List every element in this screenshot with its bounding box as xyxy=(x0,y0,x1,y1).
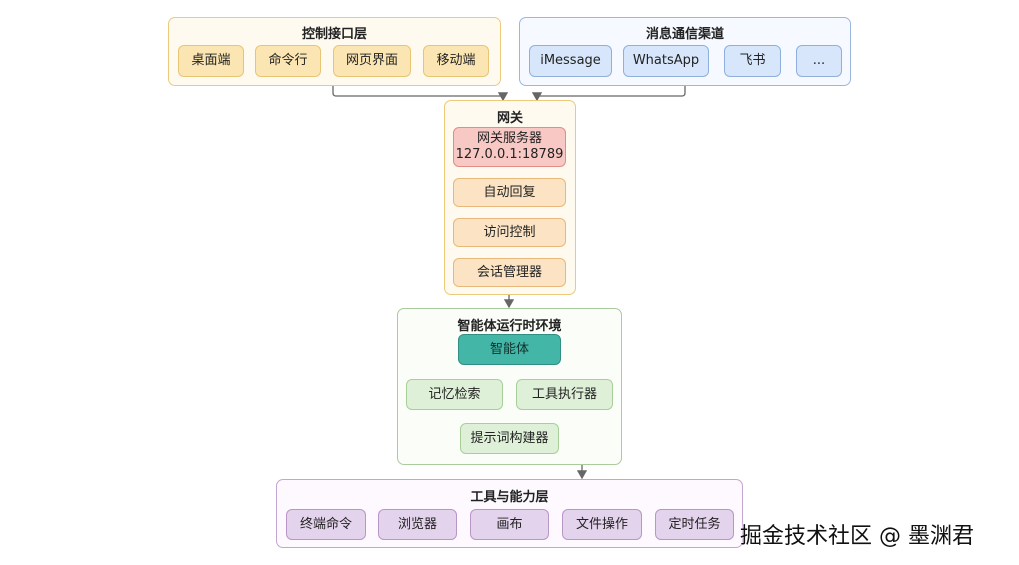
tool-item-browser: 浏览器 xyxy=(378,509,457,540)
memory-retrieval-node: 记忆检索 xyxy=(406,379,503,410)
gateway-server-name: 网关服务器 xyxy=(476,131,542,146)
tool-item-terminal: 终端命令 xyxy=(286,509,366,540)
tool-item-file-ops: 文件操作 xyxy=(562,509,642,540)
messaging-item-imessage: iMessage xyxy=(529,45,612,77)
control-layer-group: 控制接口层 桌面端 命令行 网页界面 移动端 xyxy=(168,17,501,86)
messaging-item-feishu: 飞书 xyxy=(724,45,781,77)
tool-executor-node: 工具执行器 xyxy=(516,379,613,410)
messaging-layer-group: 消息通信渠道 iMessage WhatsApp 飞书 ... xyxy=(519,17,851,86)
gateway-server: 网关服务器 127.0.0.1:18789 xyxy=(453,127,566,167)
prompt-builder-node: 提示词构建器 xyxy=(460,423,559,454)
gateway-auto-reply: 自动回复 xyxy=(453,178,566,207)
control-item-web: 网页界面 xyxy=(333,45,411,77)
messaging-item-more: ... xyxy=(796,45,842,77)
control-item-cli: 命令行 xyxy=(255,45,321,77)
gateway-title: 网关 xyxy=(496,111,523,126)
messaging-to-gateway-arrow xyxy=(531,86,686,102)
control-layer-title: 控制接口层 xyxy=(301,27,367,42)
watermark: 掘金技术社区 @ 墨渊君 xyxy=(740,524,974,549)
tool-item-canvas: 画布 xyxy=(470,509,549,540)
gateway-session-manager: 会话管理器 xyxy=(453,258,566,287)
agent-runtime-title: 智能体运行时环境 xyxy=(457,319,562,334)
control-item-mobile: 移动端 xyxy=(423,45,489,77)
tools-layer-group: 工具与能力层 终端命令 浏览器 画布 文件操作 定时任务 xyxy=(276,479,743,548)
tools-layer-title: 工具与能力层 xyxy=(470,490,549,505)
gateway-access-control: 访问控制 xyxy=(453,218,566,247)
control-to-gateway-arrow xyxy=(332,86,509,102)
gateway-server-address: 127.0.0.1:18789 xyxy=(455,147,564,162)
messaging-layer-title: 消息通信渠道 xyxy=(645,27,724,42)
agent-node: 智能体 xyxy=(458,334,561,365)
control-item-desktop: 桌面端 xyxy=(178,45,244,77)
messaging-item-whatsapp: WhatsApp xyxy=(623,45,709,77)
tool-item-scheduled: 定时任务 xyxy=(655,509,734,540)
